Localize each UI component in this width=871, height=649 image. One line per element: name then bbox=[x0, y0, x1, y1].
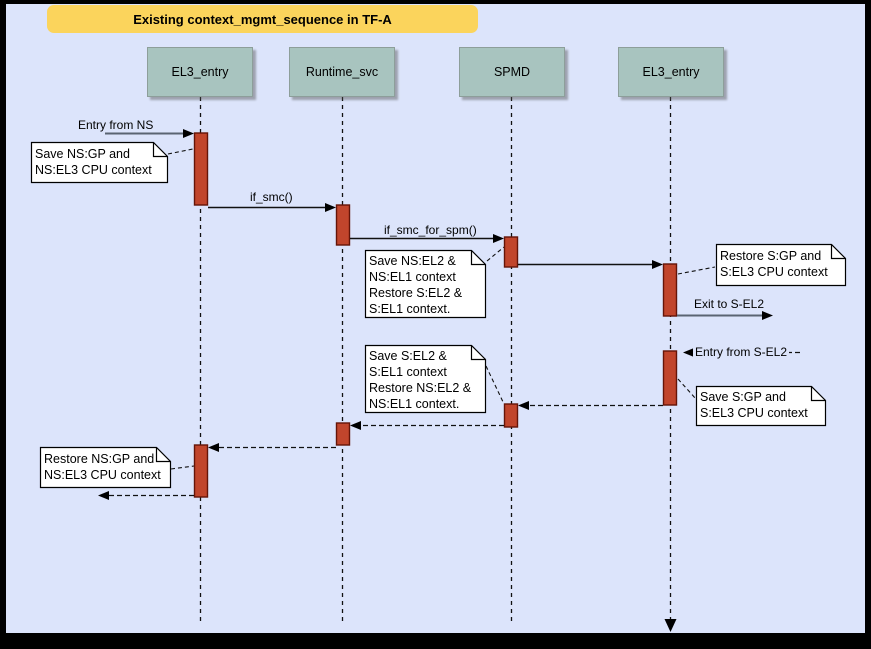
arrowhead-icon bbox=[350, 421, 361, 430]
arrowhead-icon bbox=[98, 491, 109, 500]
arrowhead-icon bbox=[518, 401, 529, 410]
note-fold-icon bbox=[810, 386, 826, 402]
note-outline bbox=[364, 249, 487, 319]
message-label-if-smc-for-spm: if_smc_for_spm() bbox=[382, 223, 479, 237]
note-outline bbox=[30, 141, 169, 184]
message-if-smc-for-spm bbox=[350, 234, 504, 243]
note-connector-2 bbox=[486, 246, 505, 262]
note-fold-icon bbox=[830, 244, 846, 260]
activation-runtime-svc-2 bbox=[335, 422, 351, 446]
note-save-s-el2: Save S:EL2 & S:EL1 context Restore NS:EL… bbox=[369, 349, 472, 411]
message-label-entry-from-s-el2: Entry from S-EL2 bbox=[693, 345, 790, 359]
note-fold-icon bbox=[470, 250, 486, 266]
note-shape-1 bbox=[30, 141, 169, 184]
participant-el3-entry-right: EL3_entry bbox=[618, 47, 724, 97]
note-shape-5 bbox=[695, 385, 827, 427]
diagram-canvas bbox=[6, 4, 865, 633]
note-shape-6 bbox=[39, 446, 172, 489]
activation-spmd-1 bbox=[503, 236, 519, 268]
message-label-entry-from-ns: Entry from NS bbox=[76, 118, 156, 132]
note-connector-4 bbox=[485, 365, 505, 405]
participant-label: EL3_entry bbox=[642, 65, 700, 79]
arrowhead-icon bbox=[652, 260, 663, 269]
message-label-if-smc: if_smc() bbox=[248, 190, 295, 204]
return-el3-to-spmd bbox=[518, 401, 663, 410]
note-outline bbox=[39, 446, 172, 489]
arrowhead-icon bbox=[493, 234, 504, 243]
activation-el3-right-2 bbox=[662, 350, 678, 406]
activation-el3-left-2 bbox=[193, 444, 209, 498]
message-if-smc bbox=[208, 203, 336, 212]
arrowhead-icon bbox=[683, 348, 694, 357]
note-shape-2 bbox=[364, 249, 487, 319]
activation-el3-right-1 bbox=[662, 263, 678, 317]
arrowhead-icon bbox=[325, 203, 336, 212]
note-fold-icon bbox=[470, 345, 486, 361]
note-connector-6 bbox=[170, 465, 195, 470]
activation-el3-left-1 bbox=[193, 132, 209, 206]
lifelines bbox=[199, 97, 677, 632]
note-outline bbox=[364, 344, 487, 414]
note-save-ns-el2: Save NS:EL2 & NS:EL1 context Restore S:E… bbox=[369, 254, 463, 316]
return-runtime-svc-to-el3 bbox=[208, 443, 336, 452]
note-connector-5 bbox=[677, 378, 697, 400]
note-restore-s-gp: Restore S:GP and S:EL3 CPU context bbox=[720, 249, 828, 279]
note-outline bbox=[695, 385, 827, 427]
arrowhead-icon bbox=[183, 129, 194, 138]
note-outline bbox=[715, 243, 847, 287]
note-restore-ns-gp: Restore NS:GP and NS:EL3 CPU context bbox=[44, 452, 161, 482]
return-el3-to-ns bbox=[98, 491, 194, 500]
arrowhead-icon bbox=[208, 443, 219, 452]
note-shape-3 bbox=[715, 243, 847, 287]
participant-label: Runtime_svc bbox=[305, 65, 379, 79]
note-connectors bbox=[167, 148, 716, 470]
participant-spmd: SPMD bbox=[459, 47, 565, 97]
activation-spmd-2 bbox=[503, 403, 519, 428]
note-connector-1 bbox=[167, 148, 194, 155]
note-save-ns-gp: Save NS:GP and NS:EL3 CPU context bbox=[35, 147, 152, 177]
participant-el3-entry-left: EL3_entry bbox=[147, 47, 253, 97]
message-exit-to-s-el2 bbox=[677, 311, 773, 320]
participant-label: EL3_entry bbox=[171, 65, 229, 79]
note-connector-3 bbox=[677, 266, 716, 275]
lifeline-end-arrow-icon bbox=[664, 619, 677, 632]
message-spmd-to-el3 bbox=[518, 260, 663, 269]
note-fold-icon bbox=[152, 142, 168, 158]
participant-runtime-svc: Runtime_svc bbox=[289, 47, 395, 97]
activation-bars bbox=[193, 132, 678, 498]
note-shape-4 bbox=[364, 344, 487, 414]
return-spmd-to-runtime-svc bbox=[350, 421, 504, 430]
message-entry-from-ns bbox=[105, 129, 194, 138]
participant-label: SPMD bbox=[493, 65, 531, 79]
arrowhead-icon bbox=[762, 311, 773, 320]
diagram-title: Existing context_mgmt_sequence in TF-A bbox=[47, 5, 478, 33]
note-save-s-gp: Save S:GP and S:EL3 CPU context bbox=[700, 390, 808, 420]
note-fold-icon bbox=[155, 447, 171, 463]
message-label-exit-to-s-el2: Exit to S-EL2 bbox=[692, 297, 767, 311]
activation-runtime-svc-1 bbox=[335, 204, 351, 246]
